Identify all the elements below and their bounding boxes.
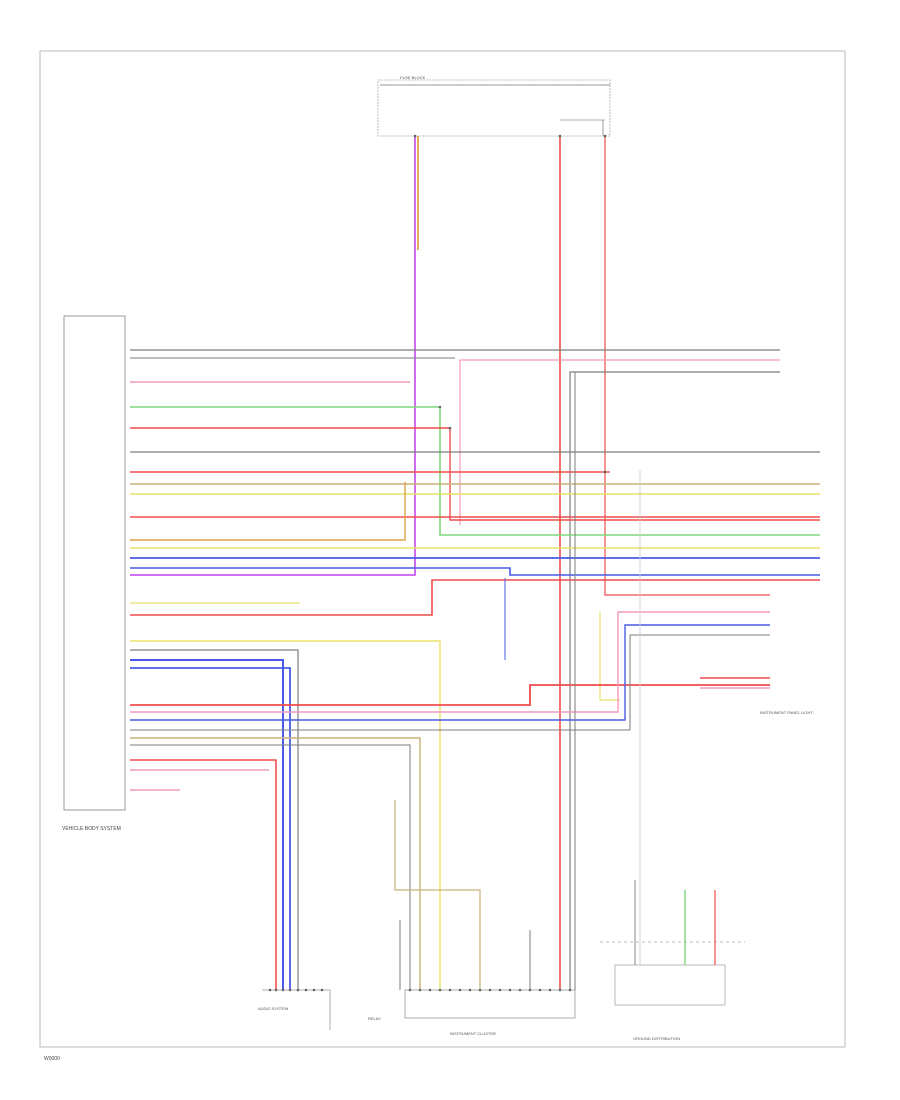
cluster-connector-pin (498, 988, 502, 992)
junction-dot (558, 134, 562, 138)
cluster-connector-pin (528, 988, 532, 992)
wire-red-right-feed (604, 136, 770, 596)
wire-gray-long-2 (130, 634, 770, 731)
cluster-connector-pin (508, 988, 512, 992)
cluster-connector-pin (448, 988, 452, 992)
wire-violet-vertical (130, 136, 416, 576)
junction-dot (438, 405, 442, 409)
audio-connector (262, 989, 331, 1030)
diagram-frame (39, 50, 846, 1048)
audio-connector-pin (320, 988, 324, 992)
left-module-box (63, 315, 126, 811)
wire-gray-right (569, 371, 780, 990)
wire-green (130, 406, 820, 536)
wire-blue-long (130, 624, 770, 721)
audio-connector-pin (304, 988, 308, 992)
cluster-connector-pin (468, 988, 472, 992)
audio-connector-pin (296, 988, 300, 992)
cluster-connector-pin (478, 988, 482, 992)
wire-yellow-4 (599, 612, 620, 701)
fuse-block-box (377, 79, 611, 137)
cluster-connector (404, 989, 576, 1019)
audio-connector-pin (312, 988, 316, 992)
wire-pink-loop (459, 359, 780, 525)
wire-red-down (130, 759, 277, 990)
cluster-connector-pin (488, 988, 492, 992)
lower-mid-label: RELAY (368, 1016, 381, 1021)
ticks-group (268, 134, 607, 992)
wire-yellow-down (130, 640, 441, 990)
wire-red-upper (130, 427, 820, 521)
fuse-block-label: FUSE BLOCK (400, 75, 426, 80)
cluster-connector-pin (558, 988, 562, 992)
audio-connector-pin (274, 988, 278, 992)
lower-left-label: AUDIO SYSTEM (258, 1006, 288, 1011)
cluster-connector-pin (568, 988, 572, 992)
left-module-label: VEHICLE BODY SYSTEM (62, 826, 121, 832)
cluster-connector-pin (518, 988, 522, 992)
ground-module-box (614, 964, 726, 1006)
lower-center-label: INSTRUMENT CLUSTER (450, 1031, 496, 1036)
wire-blue-down-2 (130, 667, 291, 990)
cluster-connector-pin (548, 988, 552, 992)
wire-red-cross (130, 579, 820, 616)
wire-pink-long (130, 611, 770, 713)
diagram-code: W0000 (44, 1056, 60, 1062)
cluster-connector-pin (408, 988, 412, 992)
cluster-connector-pin (428, 988, 432, 992)
wire-blue-2 (130, 567, 820, 576)
audio-connector-pin (268, 988, 272, 992)
wire-tan-lower (394, 800, 481, 990)
wire-orange (130, 482, 406, 541)
wire-tan-down (130, 737, 421, 990)
right-note-label: INSTRUMENT PANEL LIGHT (760, 710, 813, 715)
wire-gray-down (130, 649, 299, 990)
cluster-connector-pin (418, 988, 422, 992)
junction-dot (448, 426, 452, 430)
audio-connector-pin (288, 988, 292, 992)
wire-gray-down-2 (130, 744, 411, 990)
cluster-connector-pin (458, 988, 462, 992)
audio-connector-pin (281, 988, 285, 992)
wire-red-long-2 (130, 684, 770, 706)
cluster-connector-pin (438, 988, 442, 992)
wire-blue-down-1 (130, 659, 284, 990)
cluster-connector-pin (538, 988, 542, 992)
wires-group (130, 120, 820, 990)
junction-dot (603, 134, 607, 138)
junction-dot (413, 134, 417, 138)
lower-right-label: GROUND DISTRIBUTION (633, 1036, 680, 1041)
junction-dot (603, 470, 607, 474)
